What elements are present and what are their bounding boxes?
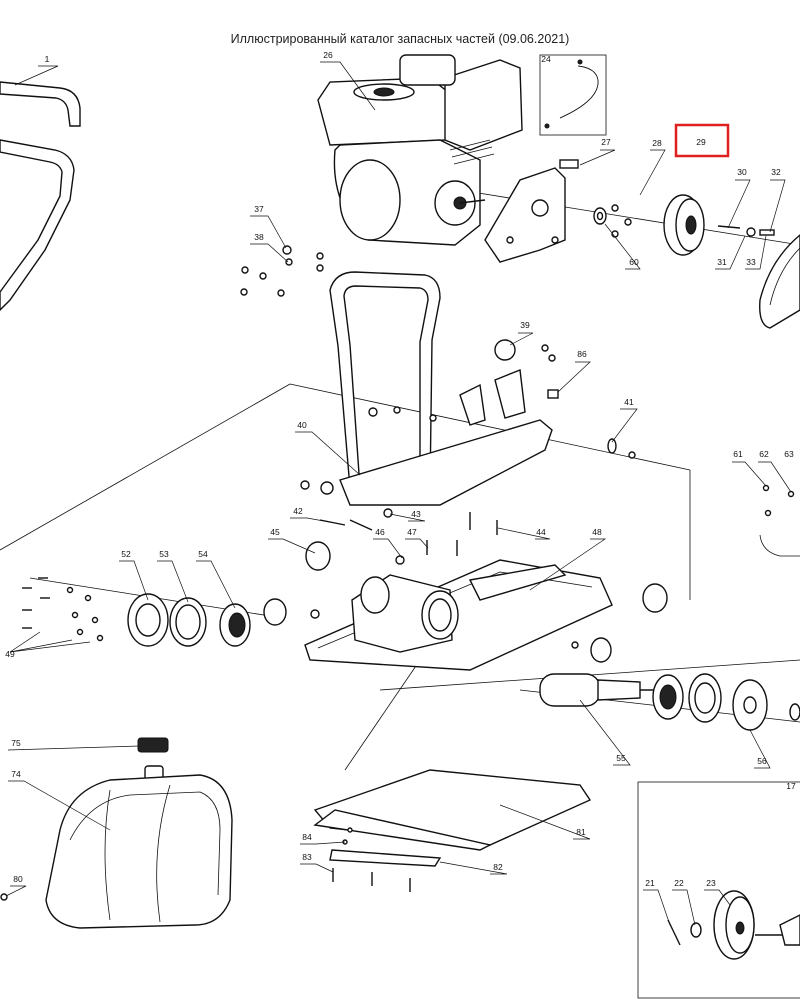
part-label-62: 62 [759,449,769,459]
part-label-75: 75 [11,738,21,748]
clutch-assembly [593,194,775,256]
part-label-29: 29 [696,137,706,147]
part-label-17: 17 [786,781,796,791]
top-frame-plate [300,339,636,518]
part-label-60: 60 [629,257,639,267]
part-label-32: 32 [771,167,781,177]
part-label-1: 1 [45,54,50,64]
part-label-24: 24 [541,54,551,64]
part-label-83: 83 [302,852,312,862]
part-label-84: 84 [302,832,312,842]
rubber-mat [313,769,592,892]
handle-bar [0,81,81,311]
part-label-21: 21 [645,878,655,888]
part-label-39: 39 [520,320,530,330]
fuel-hose-inset [539,54,607,136]
part-label-55: 55 [616,753,626,763]
part-label-54: 54 [198,549,208,559]
wheel-kit-inset [637,781,800,999]
part-number-labels: 1 26 24 27 28 29 30 32 37 38 60 31 33 39 86 41 40 61 62 63 4… [5,50,796,888]
part-label-74: 74 [11,769,21,779]
part-label-43: 43 [411,509,421,519]
part-label-48: 48 [592,527,602,537]
bearing-cover-set [127,593,251,647]
part-label-80: 80 [13,874,23,884]
base-plate [304,559,613,671]
shock-absorbers [263,541,668,663]
catalog-title: Иллюстрированный каталог запасных частей… [230,32,570,46]
part-label-82: 82 [493,862,503,872]
part-label-63: 63 [784,449,794,459]
belt-guard-plate [484,159,579,263]
cover-screws [9,577,104,653]
part-label-61: 61 [733,449,743,459]
part-label-28: 28 [652,138,662,148]
part-label-81: 81 [576,827,586,837]
fuel-tank [0,737,233,929]
part-label-45: 45 [270,527,280,537]
part-label-27: 27 [601,137,611,147]
engine-mount-hardware [240,245,324,297]
side-hardware [759,484,800,557]
part-label-56: 56 [757,756,767,766]
part-label-41: 41 [624,397,634,407]
engine [317,54,523,246]
part-label-40: 40 [297,420,307,430]
part-label-26: 26 [323,50,333,60]
part-label-30: 30 [737,167,747,177]
callout-leader-lines [5,61,792,926]
part-label-37: 37 [254,204,264,214]
part-label-49: 49 [5,649,15,659]
part-label-38: 38 [254,232,264,242]
part-label-31: 31 [717,257,727,267]
part-label-46: 46 [375,527,385,537]
highlighted-part-marker [674,123,730,158]
part-label-42: 42 [293,506,303,516]
part-label-33: 33 [746,257,756,267]
part-label-53: 53 [159,549,169,559]
part-label-22: 22 [674,878,684,888]
part-label-52: 52 [121,549,131,559]
drive-belt [759,234,800,329]
part-label-44: 44 [536,527,546,537]
part-label-86: 86 [577,349,587,359]
eccentric-shaft [539,673,800,731]
part-label-23: 23 [706,878,716,888]
part-label-47: 47 [407,527,417,537]
